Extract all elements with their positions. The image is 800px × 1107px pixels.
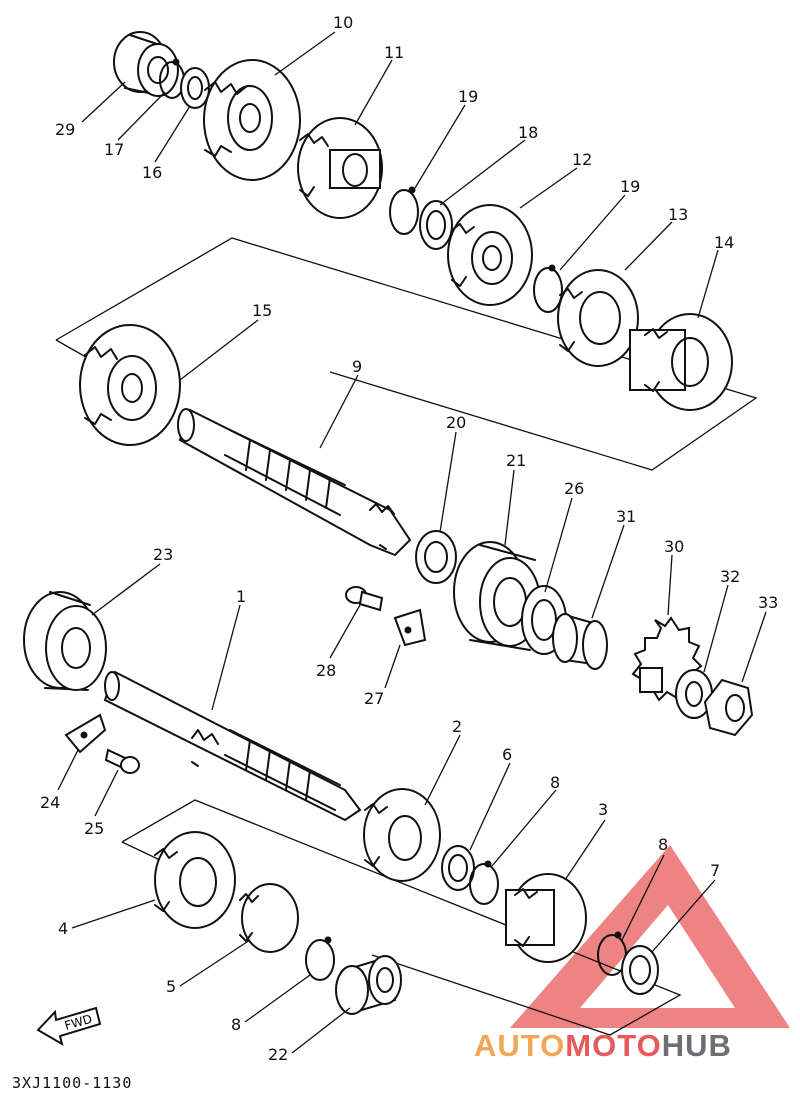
circlip-19-lower [533, 264, 563, 313]
washer-18 [419, 200, 453, 250]
assembly-outline-drive-axle [121, 799, 682, 1036]
callout-33: 33 [758, 593, 778, 612]
part-code: 3XJ1100-1130 [12, 1074, 133, 1092]
callout-28: 28 [316, 661, 336, 680]
plate-27 [393, 608, 427, 647]
collar-31 [552, 613, 608, 670]
callout-21: 21 [506, 451, 526, 470]
screw-28 [345, 586, 384, 612]
washer-20 [415, 530, 457, 584]
callout-2: 2 [452, 717, 462, 736]
callout-7: 7 [710, 861, 720, 880]
leader-lines [57, 31, 767, 1054]
washer-16 [180, 67, 210, 109]
callout-8-lower-right: 8 [658, 835, 668, 854]
callout-13: 13 [668, 205, 688, 224]
callout-9: 9 [352, 357, 362, 376]
callout-29: 29 [55, 120, 75, 139]
callout-27: 27 [364, 689, 384, 708]
gear-4 [154, 831, 236, 929]
callout-1: 1 [236, 587, 246, 606]
callout-5: 5 [166, 977, 176, 996]
callout-11: 11 [384, 43, 404, 62]
callout-19-upper: 19 [458, 87, 478, 106]
gear-10 [203, 59, 301, 181]
callout-12: 12 [572, 150, 592, 169]
callout-25: 25 [84, 819, 104, 838]
washer-7 [621, 945, 659, 995]
callout-32: 32 [720, 567, 740, 586]
bearing-22 [335, 955, 402, 1015]
callout-30: 30 [664, 537, 684, 556]
callout-8-lower-left: 8 [231, 1015, 241, 1034]
main-axle-9 [177, 408, 412, 557]
gear-14 [629, 313, 733, 411]
callout-26: 26 [564, 479, 584, 498]
callout-6: 6 [502, 745, 512, 764]
gear-2 [363, 788, 441, 882]
gear-15 [79, 324, 181, 446]
callout-24: 24 [40, 793, 60, 812]
circlip-8-right [469, 860, 499, 905]
watermark-text: AUTOMOTOHUB [474, 1028, 732, 1064]
callout-19-lower: 19 [620, 177, 640, 196]
drive-axle-1 [103, 670, 362, 822]
callout-22: 22 [268, 1045, 288, 1064]
plate-24 [64, 713, 107, 754]
watermark-triangle [510, 845, 790, 1028]
callout-20: 20 [446, 413, 466, 432]
callout-23: 23 [153, 545, 173, 564]
bearing-21 [453, 541, 541, 651]
callout-17: 17 [104, 140, 124, 159]
gear-12 [447, 204, 533, 306]
callout-labels: 29 17 16 10 11 19 18 12 19 13 14 15 9 20… [40, 13, 778, 1064]
bearing-29 [113, 31, 179, 97]
watermark-moto: MOTO [565, 1028, 662, 1063]
callout-8-right: 8 [550, 773, 560, 792]
callout-15: 15 [252, 301, 272, 320]
gear-3 [505, 873, 587, 963]
callout-31: 31 [616, 507, 636, 526]
circlip-8-lower-left [305, 936, 335, 981]
screw-25 [104, 748, 140, 774]
bearing-23 [23, 591, 107, 691]
watermark-hub: HUB [661, 1028, 732, 1063]
nut-33 [703, 678, 754, 737]
callout-4: 4 [58, 919, 68, 938]
fwd-arrow: FWD [36, 1006, 102, 1047]
callout-3: 3 [598, 800, 608, 819]
gear-13 [557, 269, 639, 367]
callout-10: 10 [333, 13, 353, 32]
callout-18: 18 [518, 123, 538, 142]
callout-14: 14 [714, 233, 734, 252]
gear-5 [239, 883, 299, 953]
gear-11 [297, 117, 383, 219]
circlip-19-upper [389, 186, 419, 235]
callout-16: 16 [142, 163, 162, 182]
watermark-auto: AUTO [474, 1028, 566, 1063]
washer-6 [441, 845, 475, 891]
